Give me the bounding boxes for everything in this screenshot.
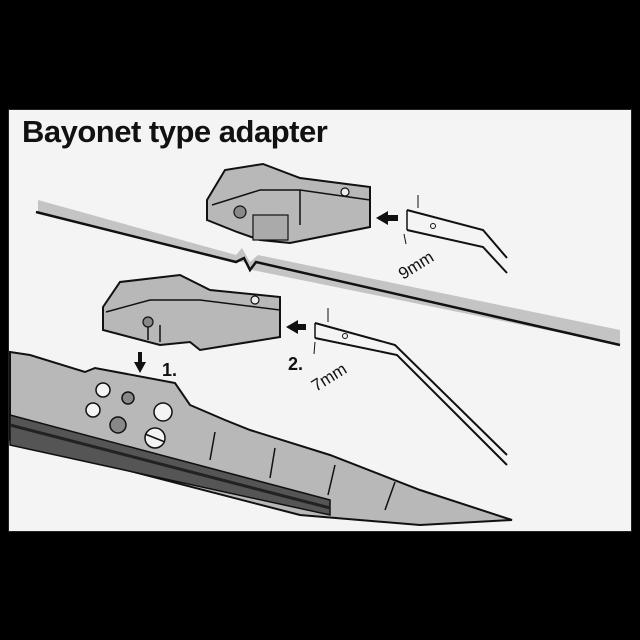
adapter-7mm [102,273,281,352]
size-label-7mm: 7mm [308,359,350,395]
arm-7mm [313,308,508,466]
wiper-blade [9,350,513,527]
wiper-arm-strip [35,200,621,347]
arm-9mm [403,195,508,274]
arrow-down-icon [134,352,146,373]
arrow-left-icon [286,320,306,334]
arrow-left-icon [376,211,398,225]
size-label-9mm: 9mm [395,247,437,283]
step-1-label: 1. [162,360,177,380]
diagram-title: Bayonet type adapter [22,114,328,149]
adapter-9mm [206,162,371,245]
step-2-label: 2. [288,354,303,374]
